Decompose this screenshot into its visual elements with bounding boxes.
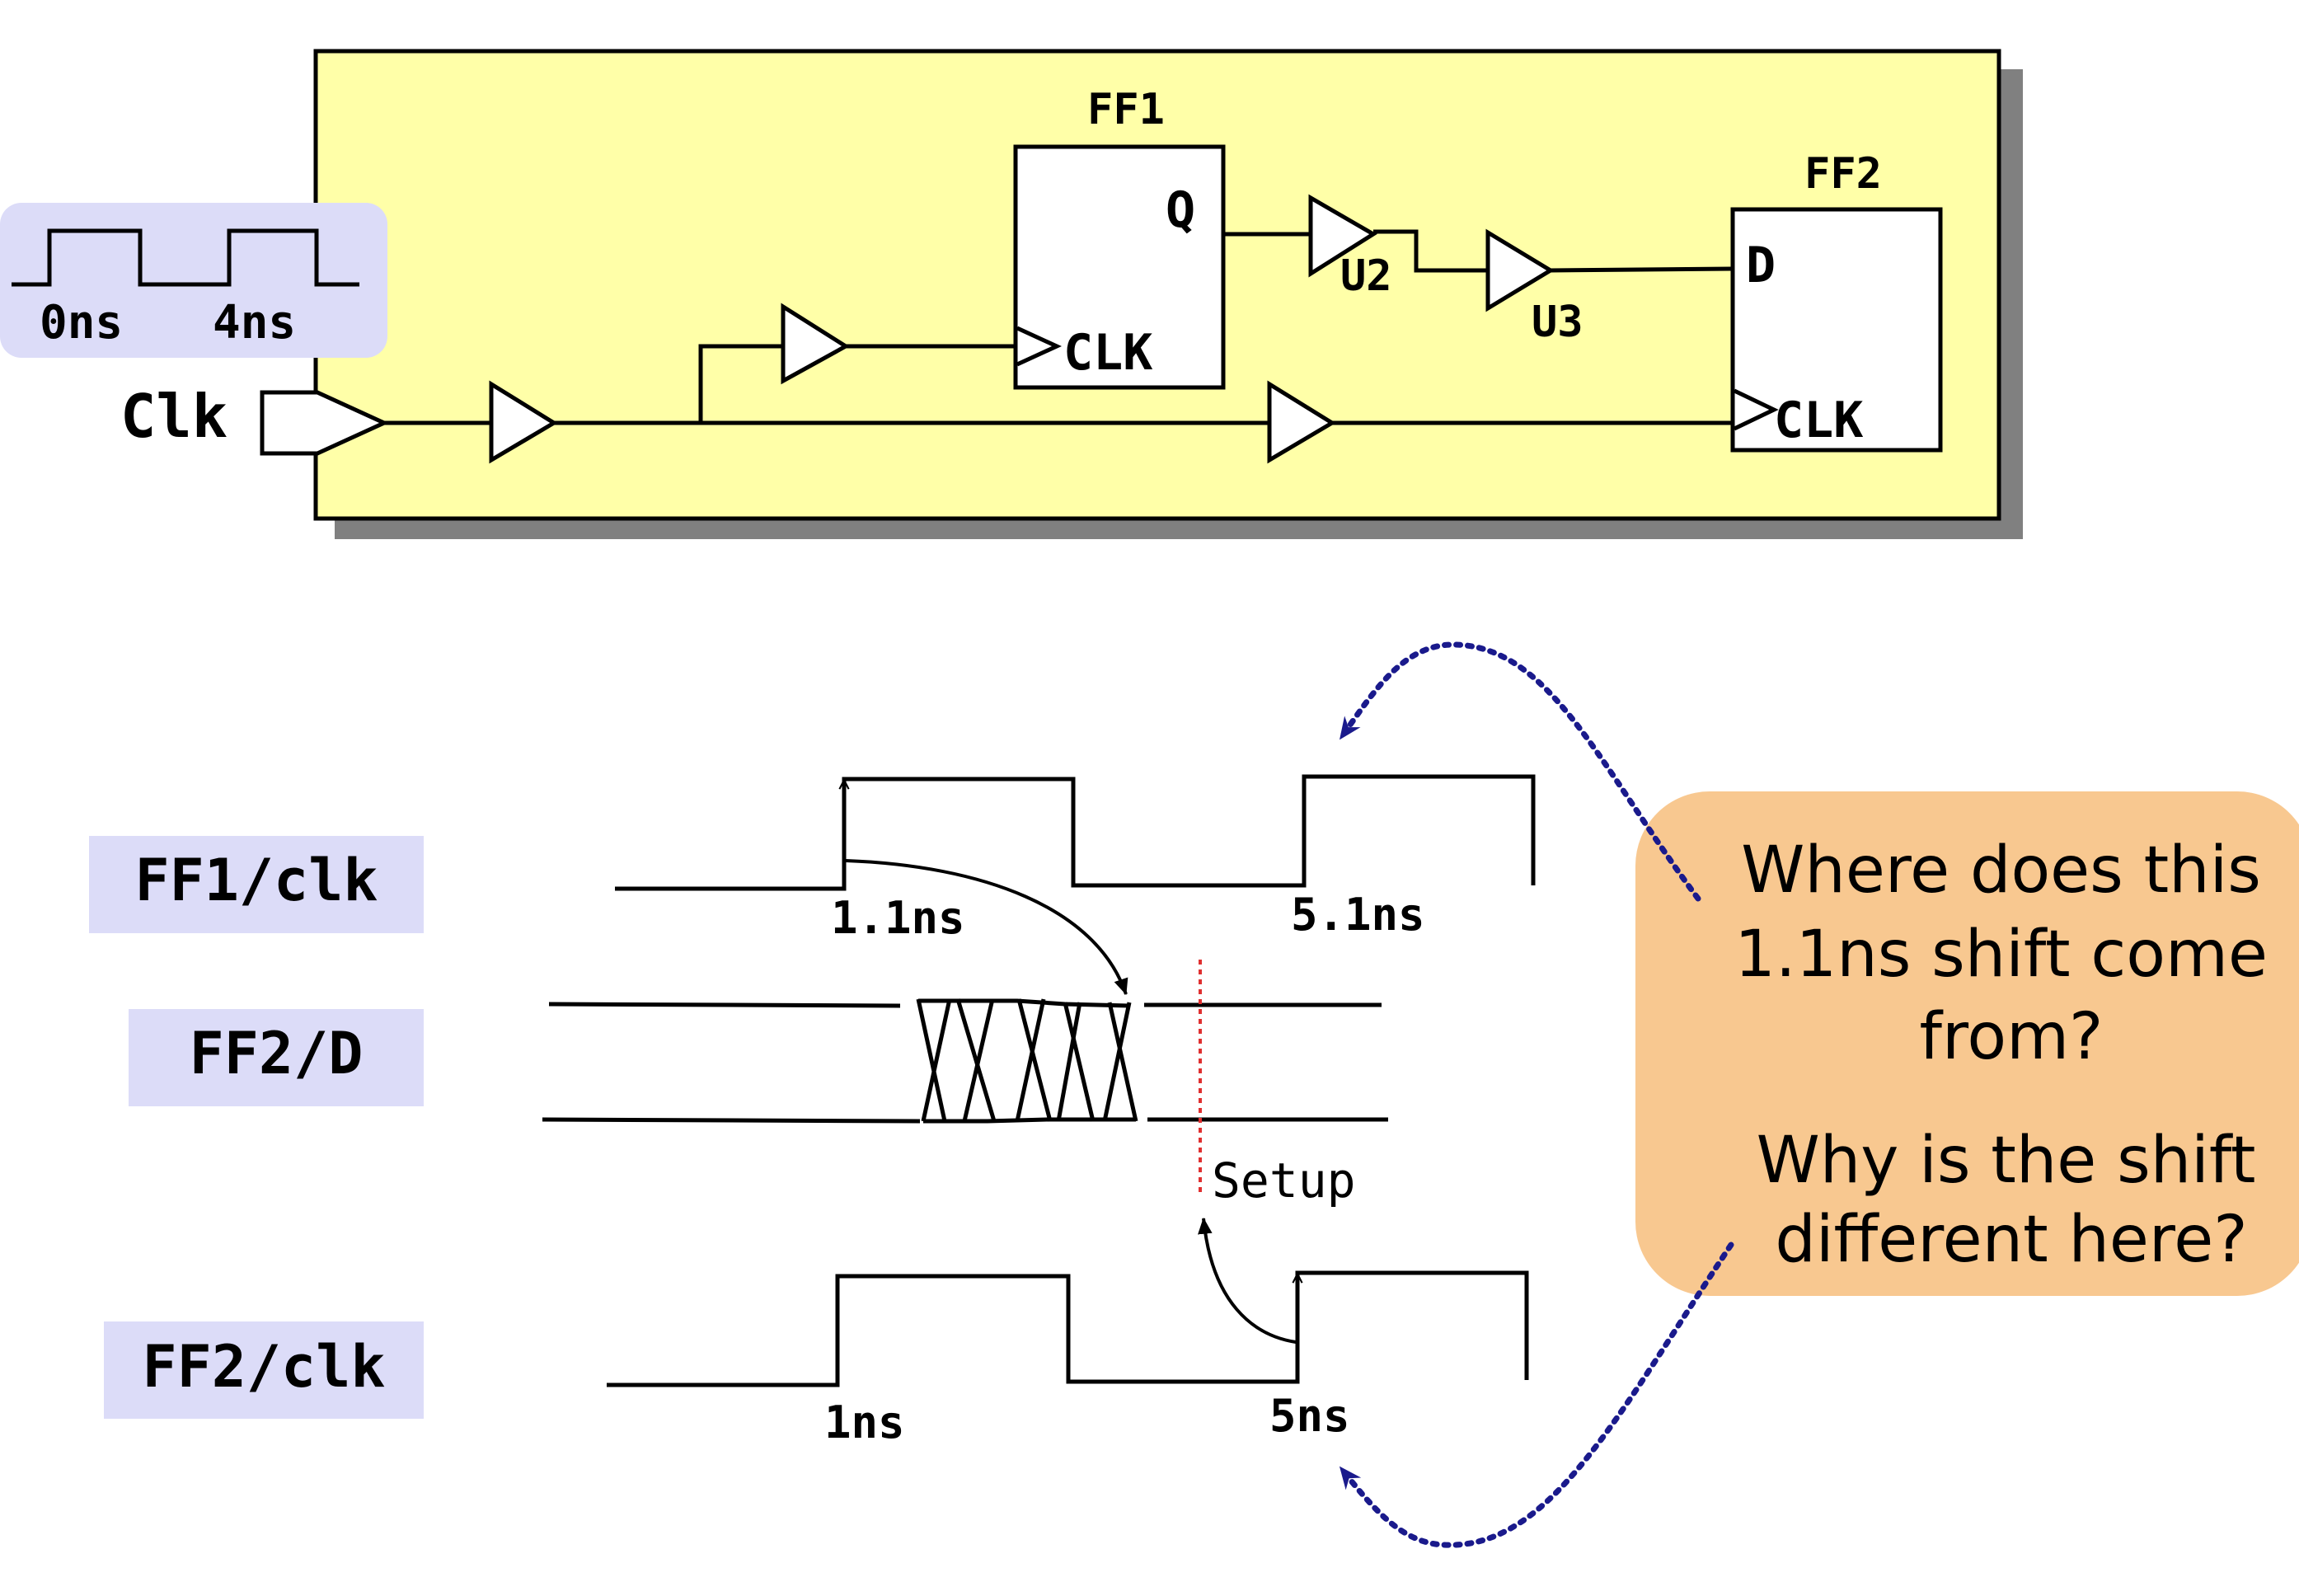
buffer-u3: [1485, 228, 1555, 312]
ff2-d-crossing: [1107, 1002, 1138, 1122]
ff2-d-crossing: [916, 998, 947, 1122]
wire-u2-to-u3: [1373, 229, 1488, 273]
pointer-arrow-to-ff2-clk: [1337, 1242, 1734, 1548]
ff1-clk-signal-label: FF1/clk: [134, 847, 378, 914]
clk-port-label: Clk: [120, 382, 228, 451]
ff2-body: [1730, 207, 1943, 453]
u3-label: U3: [1532, 298, 1583, 347]
clock-inset-label-4ns: 4ns: [213, 296, 296, 350]
callout-question-2: Why is the shift different here?: [1757, 1124, 2277, 1277]
buffer-u2: [1308, 194, 1377, 278]
clock-buffer-ff1: [781, 303, 850, 385]
ff2-clk-trace: [607, 1270, 1529, 1387]
clock-inset-label-0ns: 0ns: [40, 296, 123, 350]
ff1-clk-triangle: [1016, 326, 1063, 367]
ff1-q-pin: Q: [1166, 181, 1195, 239]
clock-buffer-root: [489, 380, 558, 464]
ff2-d-crossing: [1015, 998, 1046, 1122]
ff2-d-crossing: [921, 998, 952, 1122]
q2-line-2: different here?: [1775, 1203, 2247, 1277]
question-callout: Where does this 1.1ns shift come from? W…: [1635, 791, 2299, 1296]
ff2-clk-label-box: [104, 1321, 424, 1419]
ff2-clk-triangle: [1733, 388, 1779, 431]
clk-input-port: Clk: [120, 382, 390, 456]
callout-bubble: [1635, 791, 2299, 1296]
clock-tree-wires: [384, 344, 1733, 425]
ff1-clk-waveform: 1.1ns 5.1ns: [615, 774, 1536, 944]
q1-line-2: 1.1ns shift come: [1734, 918, 2268, 992]
ff2-d-crossing: [1063, 1002, 1096, 1122]
signal-labels: FF1/clk FF2/D FF2/clk: [89, 836, 424, 1419]
ff2-d-crossing: [1016, 998, 1053, 1122]
callout-question-1: Where does this 1.1ns shift come from?: [1734, 833, 2288, 1074]
ff2-clk-signal-label: FF2/clk: [142, 1333, 385, 1401]
clock-inset-waveform: [12, 228, 359, 287]
clock-buffer-ff2: [1267, 380, 1336, 464]
q2-line-1: Why is the shift: [1757, 1124, 2256, 1198]
setup-requirement-arrow: [1198, 1217, 1297, 1344]
clock-buffers: [489, 303, 1336, 464]
ff2-d-top-left: [548, 1002, 901, 1008]
clock-inset-background: [0, 203, 387, 358]
data-path: U2 U3: [1223, 194, 1734, 347]
ff2-d-crossing: [962, 998, 995, 1122]
setup-marker: Setup: [1199, 960, 1356, 1209]
wire-u3-to-ff2-d: [1550, 266, 1734, 273]
ff2-d-waveform: [542, 998, 1388, 1124]
ff1-clk-rise1-label: 1.1ns: [831, 892, 965, 944]
ff1-clk-label-box: [89, 836, 424, 933]
ff2-d-label-box: [129, 1009, 424, 1106]
ff2-d-crossing: [1056, 1002, 1082, 1122]
ff2-d-signal-label: FF2/D: [190, 1020, 364, 1087]
ff2-clk-rise2-label: 5ns: [1269, 1390, 1350, 1442]
flip-flop-ff2: FF2 D CLK: [1730, 149, 1943, 453]
ff1-clk-pin: CLK: [1063, 324, 1152, 382]
flip-flop-ff1: FF1 Q CLK: [1013, 85, 1226, 390]
clock-waveform-inset: 0ns 4ns: [0, 203, 387, 358]
ff2-d-crossing: [955, 998, 997, 1122]
ff2-d-bottom-left: [542, 1117, 921, 1124]
clk-port-symbol: [260, 390, 390, 456]
ff1-clk-trace: [615, 774, 1536, 891]
ff2-d-crossing: [1102, 1002, 1132, 1122]
ff2-d-transition-crossings: [916, 998, 1138, 1122]
ff2-d-pin: D: [1746, 237, 1776, 294]
u2-label: U2: [1340, 251, 1392, 301]
q1-line-1: Where does this: [1741, 833, 2261, 908]
pointer-arrow-to-ff1-clk: [1337, 641, 1701, 902]
clk-to-q-delay-arrow: [845, 859, 1128, 996]
ff2-name: FF2: [1804, 149, 1882, 199]
ff1-name: FF1: [1087, 85, 1165, 134]
setup-label: Setup: [1212, 1152, 1356, 1209]
q1-line-3: from?: [1920, 1000, 2104, 1074]
ff2-clk-rise1-label: 1ns: [824, 1396, 905, 1448]
ff2-clk-pin: CLK: [1774, 392, 1863, 449]
ff2-clk-waveform: 1ns 5ns: [607, 1270, 1529, 1448]
ff1-clk-rise2-label: 5.1ns: [1291, 889, 1425, 941]
wire-branch-ff1: [698, 344, 783, 423]
